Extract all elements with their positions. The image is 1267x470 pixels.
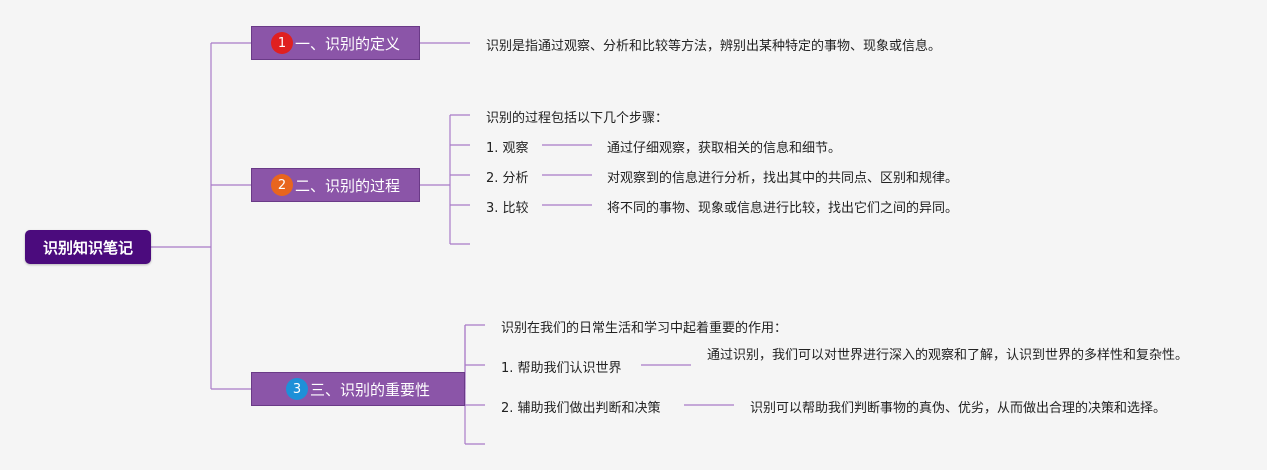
root-node[interactable]: 识别知识笔记 <box>25 230 151 264</box>
importance-intro[interactable]: 识别在我们的日常生活和学习中起着重要的作用： <box>501 321 788 336</box>
definition-text[interactable]: 识别是指通过观察、分析和比较等方法，辨别出某种特定的事物、现象或信息。 <box>486 39 942 54</box>
step-detail-observe[interactable]: 通过仔细观察，获取相关的信息和细节。 <box>607 141 842 156</box>
point-detail-decide[interactable]: 识别可以帮助我们判断事物的真伪、优劣，从而做出合理的决策和选择。 <box>750 401 1167 416</box>
branch-title: 三、识别的重要性 <box>309 380 430 399</box>
step-detail-compare[interactable]: 将不同的事物、现象或信息进行比较，找出它们之间的异同。 <box>607 201 959 216</box>
number-badge-1-icon: 1 <box>270 32 293 54</box>
point-detail-understand[interactable]: 通过识别，我们可以对世界进行深入的观察和了解，认识到世界的多样性和复杂性。 <box>707 348 1189 363</box>
branch-node-definition[interactable]: 1 一、识别的定义 <box>251 26 420 60</box>
number-badge-2-icon: 2 <box>270 174 293 196</box>
branch-title: 二、识别的过程 <box>294 176 400 195</box>
process-intro[interactable]: 识别的过程包括以下几个步骤： <box>486 111 669 126</box>
step-label-analyze[interactable]: 2. 分析 <box>486 171 529 186</box>
step-detail-analyze[interactable]: 对观察到的信息进行分析，找出其中的共同点、区别和规律。 <box>607 171 959 186</box>
step-label-compare[interactable]: 3. 比较 <box>486 201 529 216</box>
point-label-decide[interactable]: 2. 辅助我们做出判断和决策 <box>501 401 661 416</box>
number-badge-3-icon: 3 <box>285 378 308 400</box>
root-label: 识别知识笔记 <box>42 238 133 257</box>
branch-node-process[interactable]: 2 二、识别的过程 <box>251 168 420 202</box>
point-label-understand[interactable]: 1. 帮助我们认识世界 <box>501 361 622 376</box>
step-label-observe[interactable]: 1. 观察 <box>486 141 529 156</box>
branch-node-importance[interactable]: 3 三、识别的重要性 <box>251 372 465 406</box>
branch-title: 一、识别的定义 <box>294 34 400 53</box>
